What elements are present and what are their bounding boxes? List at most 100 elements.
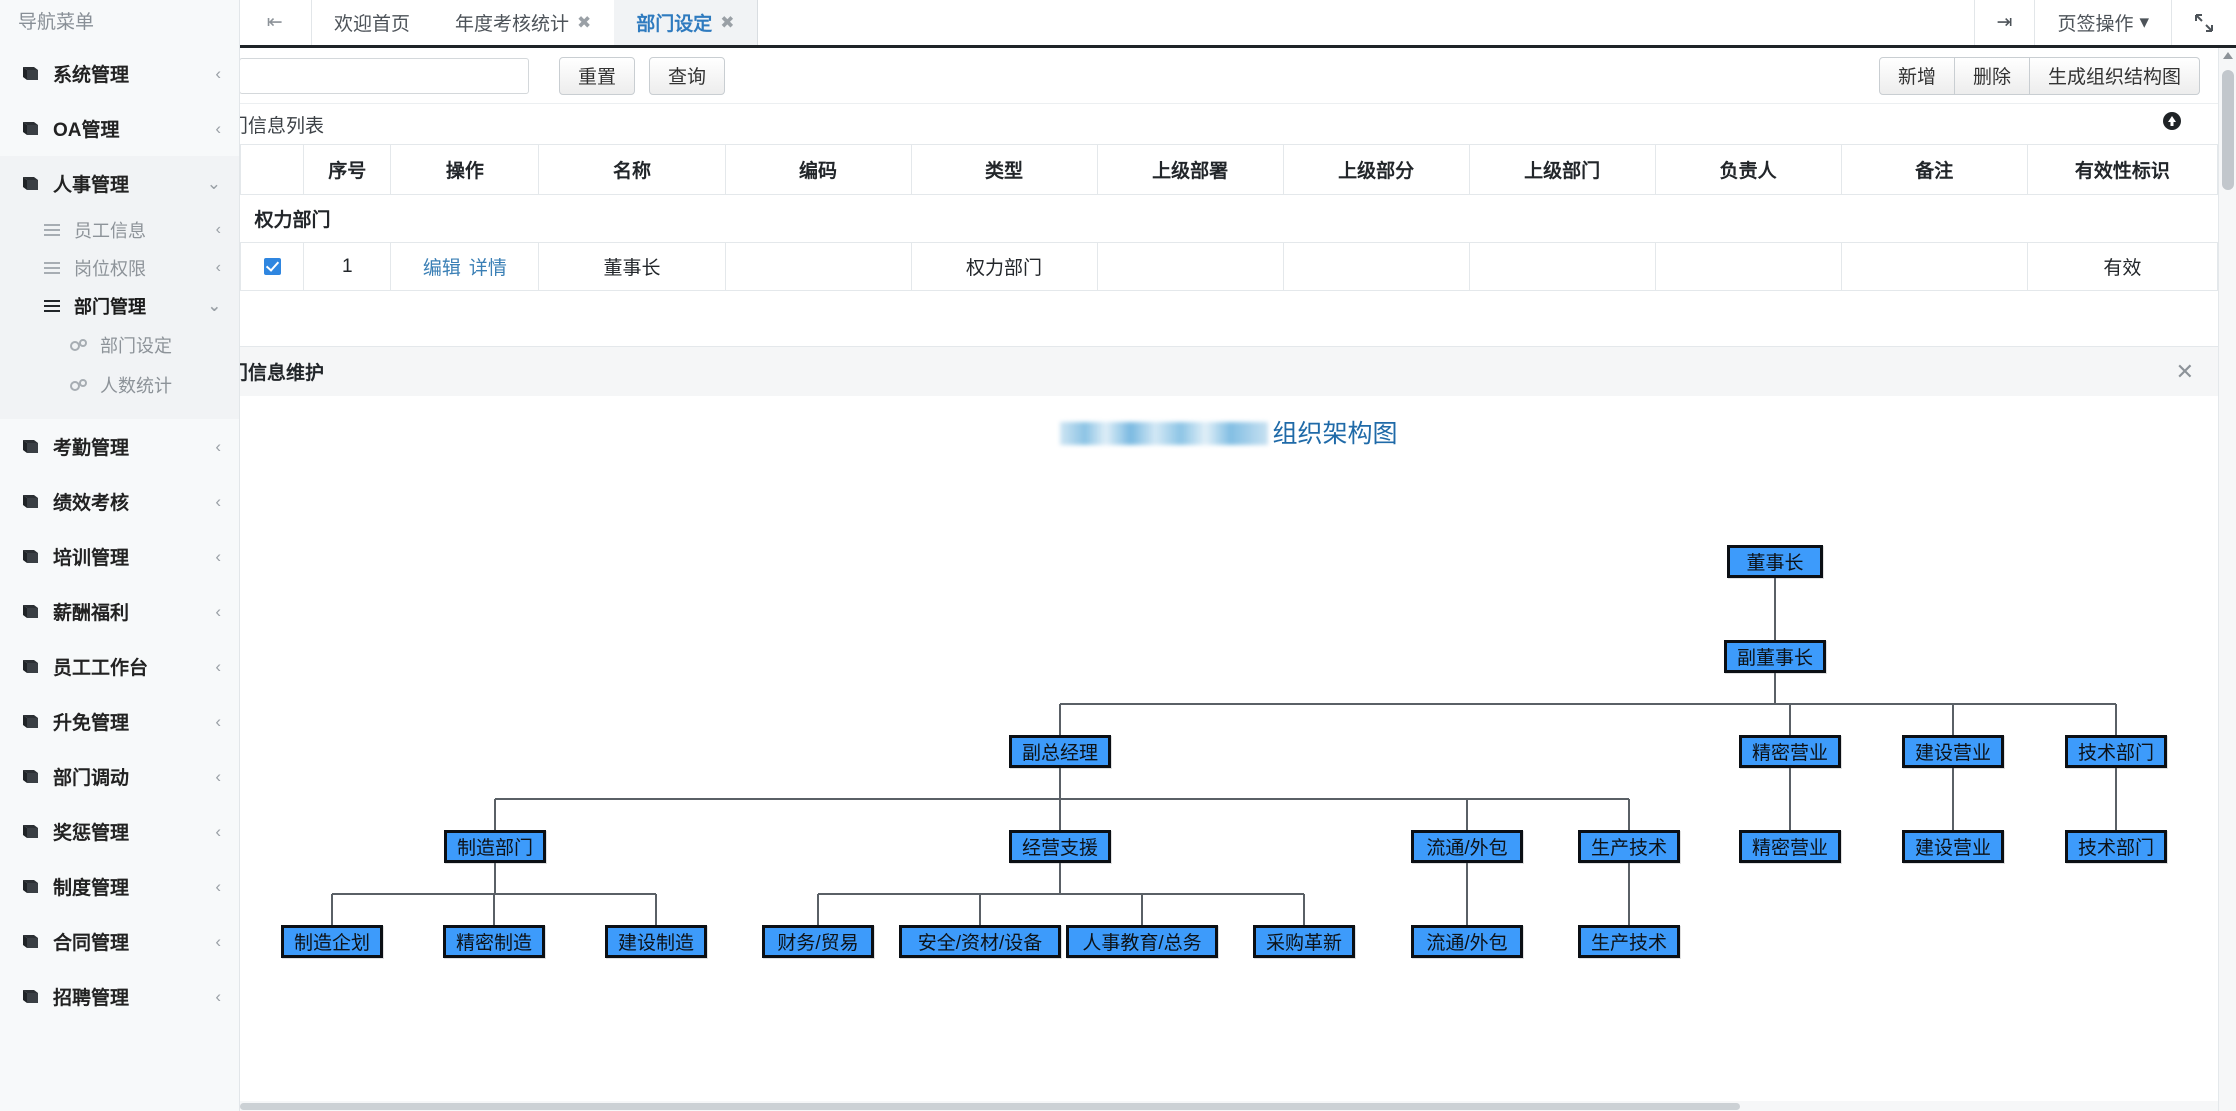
- table-header-valid[interactable]: 有效性标识: [2026, 144, 2219, 195]
- detail-link[interactable]: 详情: [468, 258, 507, 279]
- org-node[interactable]: 副总经理: [1009, 735, 1111, 768]
- sidebar-item-reward-punishment[interactable]: 奖惩管理 ‹: [0, 804, 239, 859]
- edit-link[interactable]: 编辑: [422, 258, 461, 279]
- sidebar-item-promotion-management[interactable]: 升免管理 ‹: [0, 694, 239, 749]
- double-chevron-right-icon[interactable]: ⇥: [1973, 0, 2035, 45]
- table-header-remark[interactable]: 备注: [1840, 144, 2028, 195]
- book-icon: [22, 549, 39, 564]
- sidebar-item-label: 绩效考核: [53, 493, 130, 514]
- table-header-type[interactable]: 类型: [910, 144, 1098, 195]
- org-node[interactable]: 制造部门: [444, 830, 546, 863]
- page-vertical-scrollbar[interactable]: [2218, 48, 2236, 1111]
- sidebar-item-oa-management[interactable]: OA管理 ‹: [0, 101, 239, 156]
- close-icon[interactable]: ✖: [720, 12, 735, 32]
- org-node[interactable]: 精密制造: [443, 925, 545, 958]
- org-node-label: 生产技术: [1590, 838, 1667, 859]
- org-node[interactable]: 精密营业: [1739, 830, 1841, 863]
- table-header-select[interactable]: [239, 144, 305, 195]
- table-header-name[interactable]: 名称: [538, 144, 726, 195]
- sidebar-item-hr-management[interactable]: 人事管理 ⌄: [0, 156, 239, 211]
- sidebar-item-recruitment-management[interactable]: 招聘管理 ‹: [0, 969, 239, 1024]
- row-checkbox[interactable]: [263, 257, 281, 275]
- org-chart-canvas[interactable]: 组织架构图 董事长副董事长副总经理精密营业建设营业技术部门制造部门经营支援流通/…: [240, 396, 2218, 1111]
- sidebar-item-system-management[interactable]: 系统管理 ‹: [0, 46, 239, 101]
- sidebar-item-headcount-statistics[interactable]: 人数统计: [0, 365, 239, 405]
- table-header-seq[interactable]: 序号: [303, 144, 392, 195]
- sidebar-item-policy-management[interactable]: 制度管理 ‹: [0, 859, 239, 914]
- chevron-left-icon: ‹: [215, 931, 221, 951]
- search-input[interactable]: [239, 57, 530, 94]
- org-node[interactable]: 财务/贸易: [762, 925, 874, 958]
- sidebar-item-training-management[interactable]: 培训管理 ‹: [0, 529, 239, 584]
- sidebar-item-compensation-benefits[interactable]: 薪酬福利 ‹: [0, 584, 239, 639]
- sidebar-item-performance-review[interactable]: 绩效考核 ‹: [0, 474, 239, 529]
- gears-icon: [70, 338, 88, 352]
- table-header-parent-deploy[interactable]: 上级部署: [1096, 144, 1284, 195]
- chevron-left-icon: ‹: [215, 546, 221, 566]
- sidebar-item-employee-workbench[interactable]: 员工工作台 ‹: [0, 639, 239, 694]
- sidebar-item-position-permission[interactable]: 岗位权限 ‹: [0, 249, 239, 287]
- org-node-label: 财务/贸易: [777, 933, 859, 954]
- table-row[interactable]: 1 编辑详情 董事长 权力部门 有效: [239, 242, 2219, 291]
- org-node[interactable]: 流通/外包: [1411, 830, 1523, 863]
- tab-annual-review-statistics[interactable]: 年度考核统计 ✖: [433, 0, 615, 45]
- org-node[interactable]: 建设制造: [605, 925, 707, 958]
- sidebar-item-department-management[interactable]: 部门管理 ⌄: [0, 287, 239, 325]
- org-node[interactable]: 安全/资材/设备: [899, 925, 1061, 958]
- table-header-owner[interactable]: 负责人: [1654, 144, 1842, 195]
- scroll-up-arrow-icon[interactable]: [2223, 52, 2233, 59]
- hscrollbar-thumb[interactable]: [240, 1103, 1740, 1110]
- table-group-row: 权力部门: [240, 194, 2218, 243]
- table-header-parent-dept[interactable]: 上级部门: [1468, 144, 1656, 195]
- org-node[interactable]: 流通/外包: [1411, 925, 1523, 958]
- org-node[interactable]: 生产技术: [1578, 925, 1680, 958]
- org-node-label: 建设营业: [1914, 838, 1991, 859]
- org-node-label: 精密营业: [1751, 838, 1828, 859]
- sidebar-item-department-transfer[interactable]: 部门调动 ‹: [0, 749, 239, 804]
- org-node[interactable]: 采购革新: [1253, 925, 1355, 958]
- close-icon[interactable]: ✖: [577, 12, 592, 32]
- org-node[interactable]: 董事长: [1727, 545, 1823, 578]
- sidebar-item-attendance-management[interactable]: 考勤管理 ‹: [0, 419, 239, 474]
- page-operations-dropdown[interactable]: 页签操作 ▾: [2034, 0, 2171, 45]
- close-icon[interactable]: ✕: [2175, 358, 2194, 384]
- tab-department-setting[interactable]: 部门设定 ✖: [614, 0, 758, 45]
- sidebar-item-department-setting[interactable]: 部门设定: [0, 325, 239, 365]
- org-node[interactable]: 制造企划: [281, 925, 383, 958]
- org-node[interactable]: 副董事长: [1724, 640, 1826, 673]
- org-node[interactable]: 技术部门: [2065, 735, 2167, 768]
- add-button[interactable]: 新增: [1878, 56, 1955, 95]
- sidebar-item-employee-info[interactable]: 员工信息 ‹: [0, 211, 239, 249]
- table-header-code[interactable]: 编码: [724, 144, 912, 195]
- arrow-up-circle-icon[interactable]: [2162, 111, 2182, 137]
- org-connector: [1952, 704, 1954, 735]
- org-node[interactable]: 建设营业: [1902, 735, 2004, 768]
- org-node[interactable]: 建设营业: [1902, 830, 2004, 863]
- org-connector: [1952, 768, 1954, 830]
- chevron-left-icon: ‹: [215, 601, 221, 621]
- table-header-parent-part[interactable]: 上级部分: [1282, 144, 1470, 195]
- chevron-left-icon: ‹: [215, 876, 221, 896]
- org-node[interactable]: 技术部门: [2065, 830, 2167, 863]
- expand-icon[interactable]: [2171, 0, 2236, 45]
- org-node[interactable]: 精密营业: [1739, 735, 1841, 768]
- vscrollbar-thumb[interactable]: [2222, 70, 2234, 190]
- generate-org-chart-button[interactable]: 生成组织结构图: [2029, 56, 2200, 95]
- sidebar-item-contract-management[interactable]: 合同管理 ‹: [0, 914, 239, 969]
- table-header-action[interactable]: 操作: [390, 144, 540, 195]
- org-connector: [2115, 768, 2117, 830]
- query-button[interactable]: 查询: [649, 56, 726, 95]
- tab-welcome-home[interactable]: 欢迎首页: [312, 0, 434, 45]
- org-node[interactable]: 生产技术: [1578, 830, 1680, 863]
- row-checkbox-cell[interactable]: [239, 242, 305, 291]
- delete-button[interactable]: 删除: [1954, 56, 2030, 95]
- org-node[interactable]: 经营支援: [1009, 830, 1111, 863]
- org-node[interactable]: 人事教育/总务: [1066, 925, 1218, 958]
- reset-button[interactable]: 重置: [559, 56, 636, 95]
- row-owner: [1654, 242, 1842, 291]
- hr-submenu: 员工信息 ‹ 岗位权限 ‹ 部门管理 ⌄ 部: [0, 211, 239, 419]
- org-connector: [979, 894, 981, 925]
- row-seq: 1: [303, 242, 392, 291]
- double-chevron-left-icon[interactable]: ⇤: [240, 0, 312, 45]
- org-canvas-hscrollbar[interactable]: [240, 1101, 2218, 1111]
